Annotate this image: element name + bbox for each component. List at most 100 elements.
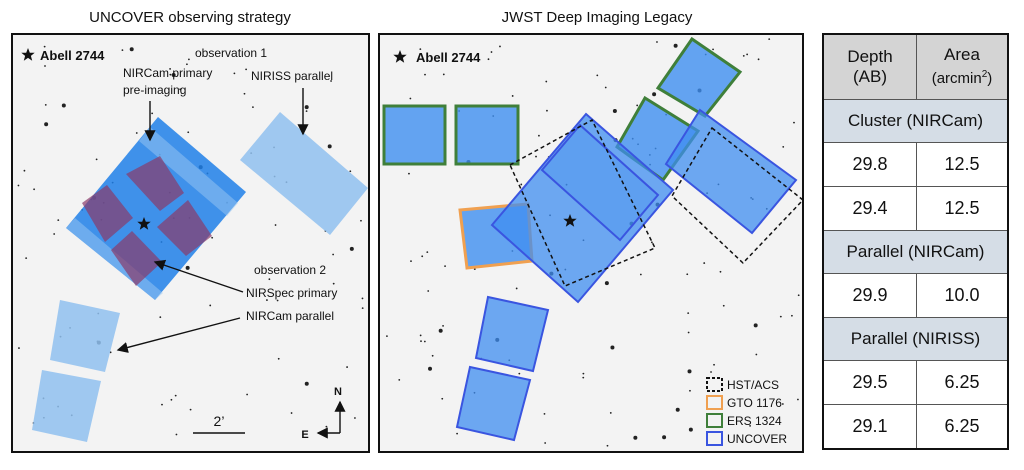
header-area: Area(arcmin2) (916, 33, 1009, 100)
star-dot (135, 132, 138, 134)
right-target-label: Abell 2744 (416, 50, 481, 65)
star-dot (175, 433, 178, 436)
legend-swatch (706, 395, 723, 410)
star-dot (610, 345, 615, 350)
compass-north: N (334, 386, 342, 398)
star-dot (410, 260, 412, 262)
star-dot (490, 51, 493, 53)
star-dot (44, 122, 49, 127)
star-dot (332, 282, 335, 285)
star-dot (791, 314, 793, 317)
star-dot (639, 273, 642, 276)
star-dot (327, 144, 332, 149)
star-dot (487, 58, 490, 61)
star-dot (499, 45, 501, 48)
header-depth: Depth(AB) (822, 33, 917, 100)
compass-east: E (301, 429, 308, 441)
star-dot (712, 48, 714, 51)
star-dot (349, 170, 352, 173)
area-cell: 12.5 (916, 186, 1009, 231)
star-dot (606, 444, 609, 447)
star-dot (187, 131, 190, 134)
star-dot (169, 68, 171, 70)
star-dot (797, 294, 800, 297)
star-dot (713, 363, 715, 366)
label-nirspec-primary: NIRSpec primary (246, 286, 337, 300)
header-depth-line1: Depth (847, 47, 893, 66)
star-dot (233, 72, 236, 75)
star-dot (171, 72, 176, 77)
star-dot (151, 112, 154, 115)
compass (316, 400, 346, 439)
star-dot (188, 58, 190, 61)
star-dot (757, 58, 760, 61)
legend-label: ERS 1324 (727, 414, 782, 428)
star-dot (274, 224, 277, 226)
star-dot (170, 398, 173, 401)
star-dot (174, 394, 177, 397)
label-niriss-parallel: NIRISS parallel (251, 69, 333, 83)
star-dot (268, 278, 271, 281)
star-dot (423, 340, 426, 343)
depth-cell: 29.1 (822, 404, 917, 450)
star-dot (431, 354, 434, 357)
star-dot (742, 54, 745, 57)
depth-cell: 29.9 (822, 273, 917, 318)
header-area-close: ) (987, 70, 993, 87)
star-dot (753, 323, 758, 328)
star-dot (424, 73, 426, 76)
star-dot (304, 381, 309, 386)
star-dot (582, 372, 585, 375)
star-dot (444, 265, 446, 268)
star-dot (419, 334, 422, 337)
star-dot (636, 104, 639, 107)
star-dot (746, 53, 749, 56)
star-dot (689, 389, 691, 392)
hst-acs-footprints (509, 118, 805, 287)
star-dot (169, 73, 172, 76)
nircam-parallel-footprint (32, 300, 120, 442)
label-observation-2: observation 2 (254, 263, 326, 277)
uncover-footprints (455, 108, 798, 442)
star-dot (544, 442, 547, 444)
star-dot (755, 353, 758, 356)
star-dot (161, 403, 163, 406)
header-area-sup: 2 (981, 69, 988, 80)
star-dot (442, 73, 445, 76)
star-dot (44, 103, 47, 106)
section-title: Parallel (NIRISS) (822, 317, 1009, 361)
star-dot (518, 372, 521, 375)
star-dot (246, 393, 249, 396)
star-dot (53, 233, 56, 235)
star-dot (673, 43, 678, 48)
header-area-line2: (arcmin (931, 70, 982, 87)
star-dot (545, 80, 548, 83)
star-dot (703, 262, 706, 264)
star-dot (520, 183, 523, 186)
star-dot (129, 47, 134, 52)
star-dot (722, 304, 725, 307)
ers-1324-footprints (382, 36, 743, 183)
star-dot (17, 184, 20, 187)
star-dot (266, 299, 268, 301)
star-dot (398, 378, 401, 381)
star-dot (243, 92, 246, 95)
star-dot (43, 45, 46, 48)
star-dot (421, 255, 424, 258)
star-dot (179, 88, 182, 91)
star-dot (189, 408, 192, 411)
legend-swatch (706, 413, 723, 428)
star-dot (426, 251, 429, 254)
star-dot (420, 340, 422, 343)
star-dot (346, 366, 348, 368)
star-dot (332, 253, 335, 256)
star-dot (797, 398, 799, 401)
label-pre-imaging: pre-imaging (123, 83, 186, 97)
left-target-label: Abell 2744 (40, 48, 105, 63)
star-dot (419, 48, 422, 51)
star-dot (687, 331, 690, 334)
star-dot (441, 397, 444, 400)
depth-cell: 29.5 (822, 360, 917, 405)
